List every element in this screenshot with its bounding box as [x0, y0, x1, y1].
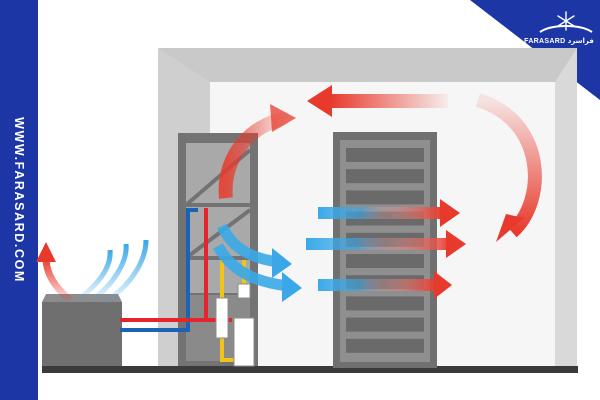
- hot-air-circulation-arrow: [475, 93, 542, 242]
- website-banner: WWW.FARASARD.COM: [0, 0, 38, 400]
- valve-left: [215, 297, 229, 339]
- rack-slot: [346, 148, 424, 162]
- rack-slot: [346, 317, 424, 332]
- rack-airflow-arrows: [306, 199, 466, 299]
- rack-slot: [346, 254, 424, 268]
- logo-mark: [539, 25, 593, 33]
- valves: [215, 283, 255, 367]
- room-ceiling-shade: [158, 48, 577, 82]
- website-url: WWW.FARASARD.COM: [12, 117, 27, 283]
- outdoor-exhaust-arrows: [36, 239, 149, 305]
- outdoor-condenser-unit: [42, 294, 122, 366]
- rack-slot: [346, 169, 424, 184]
- refrigerant-pipes: [120, 208, 246, 362]
- valve-right-bottom: [233, 317, 255, 367]
- rack-slot: [346, 190, 424, 205]
- hot-air-intake-arrow: [218, 104, 296, 199]
- brand-logo-text: FARASARD فراسرد: [524, 38, 594, 45]
- cold-air-supply-arrows: [213, 223, 302, 302]
- side-banner-bg: [0, 0, 38, 400]
- yellow-pipe: [220, 260, 238, 362]
- rack-slot: [346, 338, 424, 353]
- floor-line: [42, 366, 578, 373]
- rack-slot: [346, 296, 424, 311]
- valve-right-top: [237, 283, 251, 299]
- air-flow: [36, 85, 542, 305]
- blue-pipe: [120, 208, 198, 332]
- hot-air-return-arrow: [307, 85, 448, 117]
